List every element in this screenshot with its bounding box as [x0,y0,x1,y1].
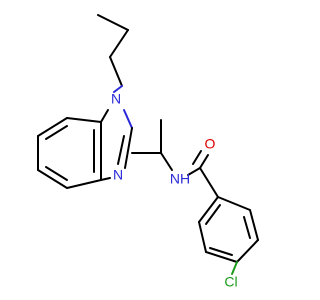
structure-canvas: N N NH O Cl [37,14,259,290]
bond-benz-5 [66,179,102,189]
molecule-structure: N N NH O Cl [37,14,259,290]
bond-ph-inner-3 [205,204,221,225]
bond-ph-inner-2 [209,247,233,256]
bond-ph-inner-1 [243,216,251,239]
bond-benz-1 [66,117,102,123]
bond-benz-inner-2 [45,166,68,181]
bond-ch-nh [160,152,173,171]
fused-benzene-ring [37,117,102,189]
butyl-chain [97,14,129,93]
bond-imid-n1-c2 [123,109,133,129]
bond-butyl-1 [97,14,129,31]
atom-n1-label: N [111,91,121,107]
bond-butyl-n [113,85,123,93]
bond-imid-c2-n2-double [117,135,125,165]
bond-ph-6 [198,196,219,223]
bond-co-ring [199,167,219,198]
bond-imid-c2-n2 [124,127,133,169]
imidazole-ring [100,109,133,181]
bond-co-o [199,154,209,169]
atom-o-label: O [205,136,216,152]
bond-co-o-double [192,150,202,165]
ethyl-linker [131,119,173,171]
bond-ph-5 [198,221,207,253]
bond-ph-4 [205,251,238,263]
bond-ph-2 [249,209,259,241]
amide-group [187,150,219,198]
bond-nh-co [187,167,201,176]
bond-ph-3 [236,239,259,263]
bond-butyl-2 [109,29,129,58]
bond-imid-c-n1 [100,109,109,123]
bond-benz-2 [37,117,68,137]
bond-butyl-3 [109,56,123,87]
bond-imid-n2-c [100,177,111,181]
bond-benz-inner-1 [45,125,68,140]
bond-benz-4 [37,169,68,189]
bond-ph-1 [217,196,251,211]
bond-ph-cl [231,261,238,275]
chlorophenyl-ring [198,196,259,275]
atom-n2-label: N [113,167,123,183]
atom-cl-label: Cl [224,274,237,290]
atom-nh-label: NH [170,171,190,187]
